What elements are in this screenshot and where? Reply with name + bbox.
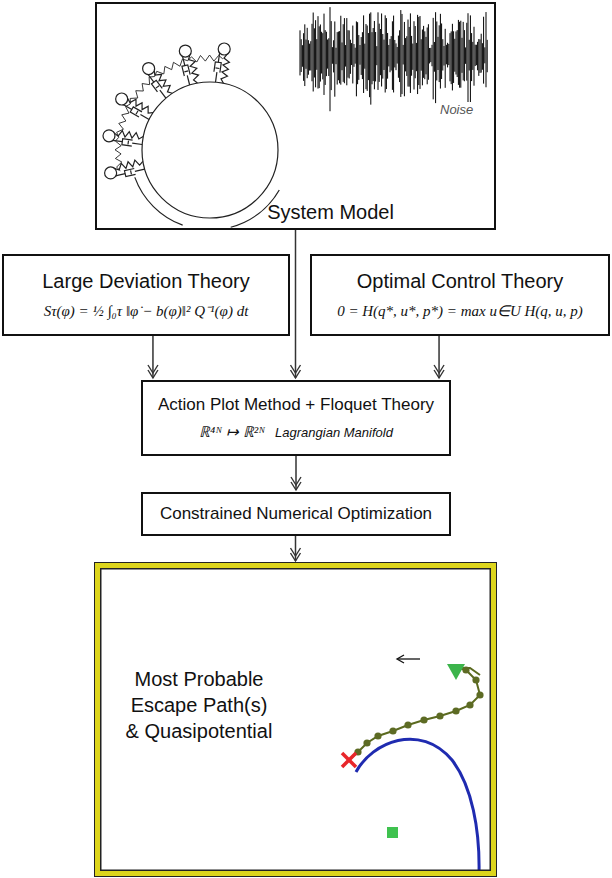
system-box: System Model (95, 2, 496, 230)
path-node (363, 739, 370, 746)
noise-signal (300, 7, 487, 111)
flow-arrow (438, 336, 440, 378)
text-row: Constrained Numerical Optimization (160, 504, 432, 524)
box-formula: Sτ(φ) = ½ ∫₀τ ‖φ̇ − b(φ)‖² Q⁻¹(φ) dt (44, 300, 249, 320)
path-nodes (354, 666, 483, 755)
oscillator-ring (103, 43, 279, 227)
box-formula: ℝ⁴ᴺ ↦ ℝ²ᴺ (199, 421, 265, 441)
box-title: Optimal Control Theory (357, 270, 563, 293)
box-title: Most Probable Escape Path(s) & Quasipote… (124, 666, 274, 744)
text-row: Action Plot Method + Floquet Theory (158, 395, 434, 415)
path-node (436, 712, 443, 719)
escape-path (349, 668, 480, 760)
box-formula: 0 = H(q*, u*, p*) = max u∈U H(q, u, p) (337, 302, 583, 320)
flow-arrow (295, 230, 297, 378)
text-row: Sτ(φ) = ½ ∫₀τ ‖φ̇ − b(φ)‖² Q⁻¹(φ) dt (44, 300, 249, 320)
rotor-circle (142, 82, 278, 218)
signal-label: Noise (438, 102, 475, 117)
box-title: Large Deviation Theory (42, 270, 250, 293)
saddle-marker (342, 753, 356, 767)
path-node (420, 716, 427, 723)
path-node (404, 721, 411, 728)
box-formula: Lagrangian Manifold (275, 425, 393, 440)
path-node (389, 727, 396, 734)
text-row: Optimal Control Theory (357, 270, 563, 293)
stable-point (387, 827, 398, 838)
escape-plot (342, 655, 484, 874)
flow-arrow (152, 336, 154, 378)
path-node (476, 691, 483, 698)
path-node (374, 732, 381, 739)
box-title: Constrained Numerical Optimization (160, 504, 432, 524)
path-node (472, 676, 479, 683)
method-box: Action Plot Method + Floquet Theoryℝ⁴ᴺ ↦… (141, 380, 451, 456)
path-node (452, 707, 459, 714)
path-node (466, 701, 473, 708)
text-row: Most Probable Escape Path(s) & Quasipote… (124, 666, 274, 744)
flow-arrow (295, 536, 297, 561)
theory-box: Optimal Control Theory 0 = H(q*, u*, p*) … (310, 254, 610, 336)
text-row: Large Deviation Theory (42, 270, 250, 293)
text-row: ℝ⁴ᴺ ↦ ℝ²ᴺ Lagrangian Manifold (199, 421, 393, 441)
theory-box: Large Deviation TheorySτ(φ) = ½ ∫₀τ ‖φ̇ … (2, 254, 290, 336)
flow-arrow (295, 456, 297, 490)
box-title: Action Plot Method + Floquet Theory (158, 395, 434, 415)
result-box: Most Probable Escape Path(s) & Quasipote… (95, 563, 496, 876)
box-title: System Model (267, 201, 394, 224)
text-row: 0 = H(q*, u*, p*) = max u∈U H(q, u, p) (337, 302, 583, 320)
process-box: Constrained Numerical Optimization (141, 492, 451, 536)
start-marker (447, 664, 465, 680)
path-node (462, 666, 469, 673)
limit-cycle (356, 739, 479, 874)
text-row: System Model (267, 201, 394, 224)
direction-arrow (397, 655, 420, 663)
